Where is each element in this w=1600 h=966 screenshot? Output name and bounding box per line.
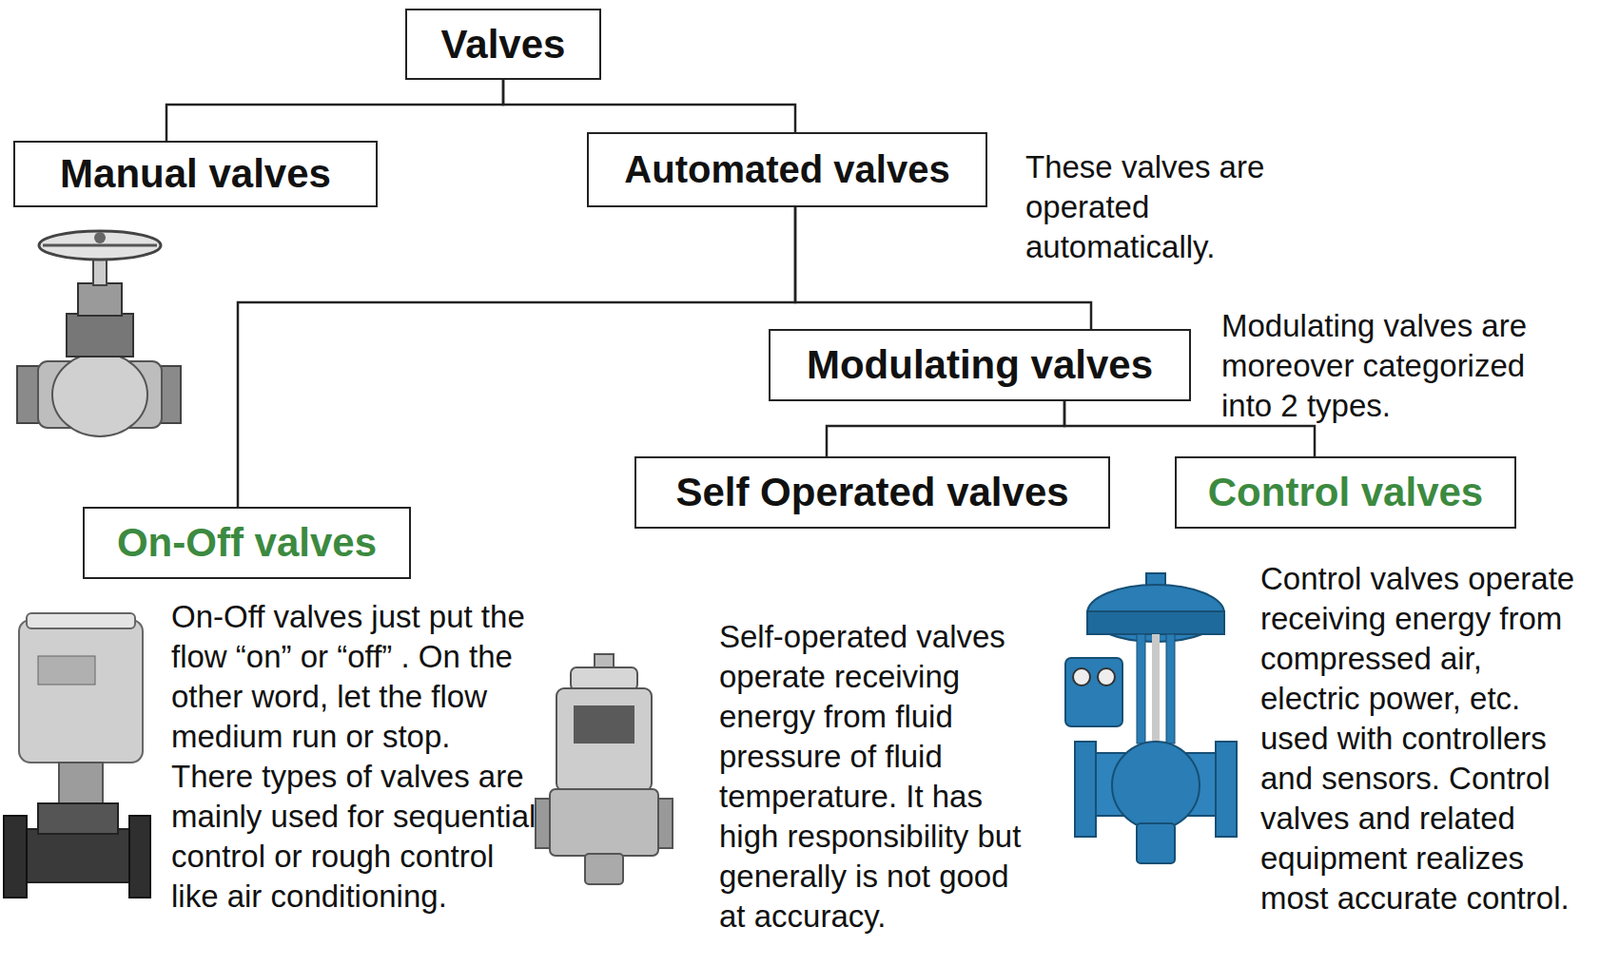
description-note: On-Off valves just put the flow “on” or … [171,597,538,918]
box-title: Valves [441,21,566,68]
description-note: Self-operated valves operate receiving e… [719,617,1024,937]
self-operated-valve-picture [535,654,673,885]
bonnet [38,803,118,835]
valve-category-box: Self Operated valves [634,456,1111,529]
yoke-leg [1136,634,1146,744]
on-off-valve-picture [3,613,151,898]
bonnet [66,313,134,357]
diaphragm-dome [1087,585,1225,643]
valve-bulge [1112,741,1200,830]
bottom-plug [585,854,624,885]
box-title: Manual valves [59,151,332,197]
positioner [1065,658,1123,727]
tree-connector [826,401,1065,457]
tree-connector [795,207,1092,330]
stem [1151,634,1160,744]
handwheel-spoke [42,244,157,248]
yoke [58,762,103,806]
flange [3,816,27,898]
yoke-leg [1166,634,1175,744]
tree-connector [503,79,796,133]
flange [1215,741,1237,838]
control-valve-picture [1065,573,1237,864]
valve-category-box: Automated valves [586,132,988,208]
handwheel-nut [94,232,106,244]
bottom-cap [1136,823,1175,864]
valve-category-box: On-Off valves [82,507,411,580]
gauge [1097,668,1115,686]
name-plate [573,705,635,744]
box-title: On-Off valves [117,520,377,566]
actuator-housing [19,620,143,763]
description-note: Modulating valves are moreover categoriz… [1221,306,1583,427]
box-title: Modulating valves [806,342,1153,389]
valve-category-box: Control valves [1174,456,1517,529]
packing-nut [78,283,122,316]
valve-category-box: Valves [405,8,602,80]
valve-category-box: Modulating valves [768,329,1191,402]
spring-housing [556,688,652,792]
actuator-cap [26,613,136,629]
tree-connector [166,79,504,141]
diaphragm-case [1087,611,1225,635]
valve-body [549,789,659,857]
valve-category-box: Manual valves [13,140,378,208]
handwheel [39,231,161,260]
box-title: Automated valves [624,148,950,192]
flange [129,816,151,898]
flange [1074,741,1096,838]
valve-body [24,829,132,883]
bonnet [570,667,638,691]
gauge [1073,668,1091,686]
valve-bulge [52,352,148,437]
manual-valve-picture [17,231,181,437]
terminal-box [38,656,96,685]
description-note: Control valves operate receiving energy … [1260,559,1589,919]
description-note: These valves are operated automatically. [1025,147,1311,268]
box-title: Control valves [1208,469,1483,516]
box-title: Self Operated valves [675,469,1069,516]
